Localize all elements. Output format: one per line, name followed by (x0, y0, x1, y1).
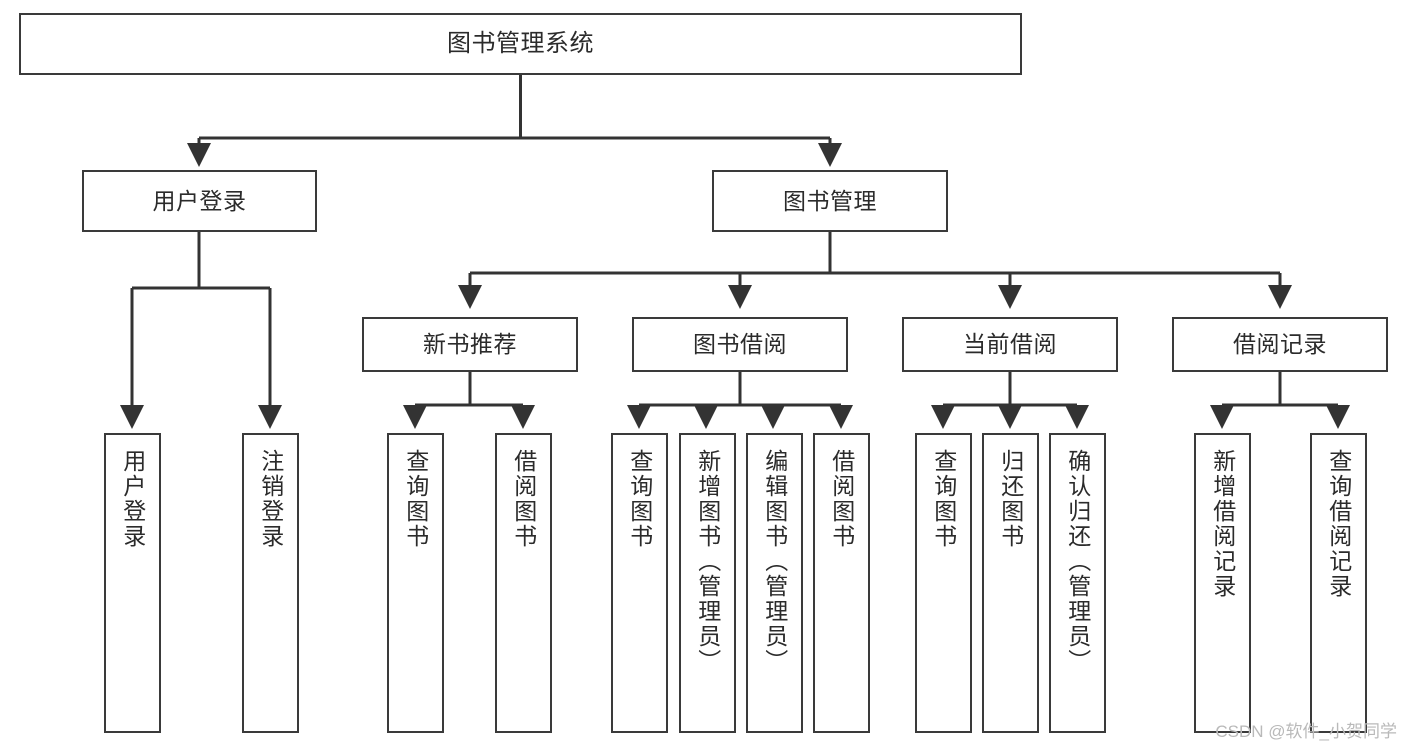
node-new-book-recommend-label: 新书推荐 (423, 331, 517, 358)
node-leaf-query-book-2[interactable]: 查询图书 (611, 433, 668, 733)
node-leaf-query-book-3[interactable]: 查询图书 (915, 433, 972, 733)
node-book-manage-label: 图书管理 (783, 187, 877, 214)
node-leaf-edit-book-label: 编辑图书（管理员） (761, 449, 788, 674)
node-leaf-user-login-label: 用户登录 (119, 449, 146, 549)
node-leaf-logout-login-label: 注销登录 (257, 449, 284, 549)
node-current-borrow[interactable]: 当前借阅 (902, 317, 1118, 372)
node-root-label: 图书管理系统 (447, 29, 594, 57)
node-book-borrow[interactable]: 图书借阅 (632, 317, 848, 372)
node-leaf-confirm-return-label: 确认归还（管理员） (1064, 449, 1091, 674)
node-leaf-add-record-label: 新增借阅记录 (1209, 449, 1236, 599)
node-book-manage[interactable]: 图书管理 (712, 170, 948, 232)
node-current-borrow-label: 当前借阅 (963, 331, 1057, 358)
node-leaf-edit-book[interactable]: 编辑图书（管理员） (746, 433, 803, 733)
node-leaf-query-book-1[interactable]: 查询图书 (387, 433, 444, 733)
node-leaf-query-book-1-label: 查询图书 (402, 449, 429, 549)
node-borrow-record-label: 借阅记录 (1233, 331, 1327, 358)
node-borrow-record[interactable]: 借阅记录 (1172, 317, 1388, 372)
node-leaf-add-book-label: 新增图书（管理员） (694, 449, 721, 674)
node-new-book-recommend[interactable]: 新书推荐 (362, 317, 578, 372)
node-leaf-borrow-book-2-label: 借阅图书 (828, 449, 855, 549)
node-leaf-add-record[interactable]: 新增借阅记录 (1194, 433, 1251, 733)
node-leaf-borrow-book-2[interactable]: 借阅图书 (813, 433, 870, 733)
node-leaf-borrow-book-1[interactable]: 借阅图书 (495, 433, 552, 733)
node-leaf-borrow-book-1-label: 借阅图书 (510, 449, 537, 549)
node-user-login-label: 用户登录 (152, 187, 247, 214)
node-leaf-logout-login[interactable]: 注销登录 (242, 433, 299, 733)
node-leaf-return-book[interactable]: 归还图书 (982, 433, 1039, 733)
node-leaf-query-record[interactable]: 查询借阅记录 (1310, 433, 1367, 733)
node-leaf-query-book-3-label: 查询图书 (930, 449, 957, 549)
node-leaf-query-book-2-label: 查询图书 (626, 449, 653, 549)
node-root[interactable]: 图书管理系统 (19, 13, 1022, 75)
node-book-borrow-label: 图书借阅 (693, 331, 787, 358)
node-leaf-query-record-label: 查询借阅记录 (1325, 449, 1352, 599)
watermark: CSDN @软件_小贺同学 (1215, 722, 1397, 741)
node-leaf-confirm-return[interactable]: 确认归还（管理员） (1049, 433, 1106, 733)
node-leaf-add-book[interactable]: 新增图书（管理员） (679, 433, 736, 733)
node-user-login[interactable]: 用户登录 (82, 170, 317, 232)
node-leaf-user-login[interactable]: 用户登录 (104, 433, 161, 733)
node-leaf-return-book-label: 归还图书 (997, 449, 1024, 549)
